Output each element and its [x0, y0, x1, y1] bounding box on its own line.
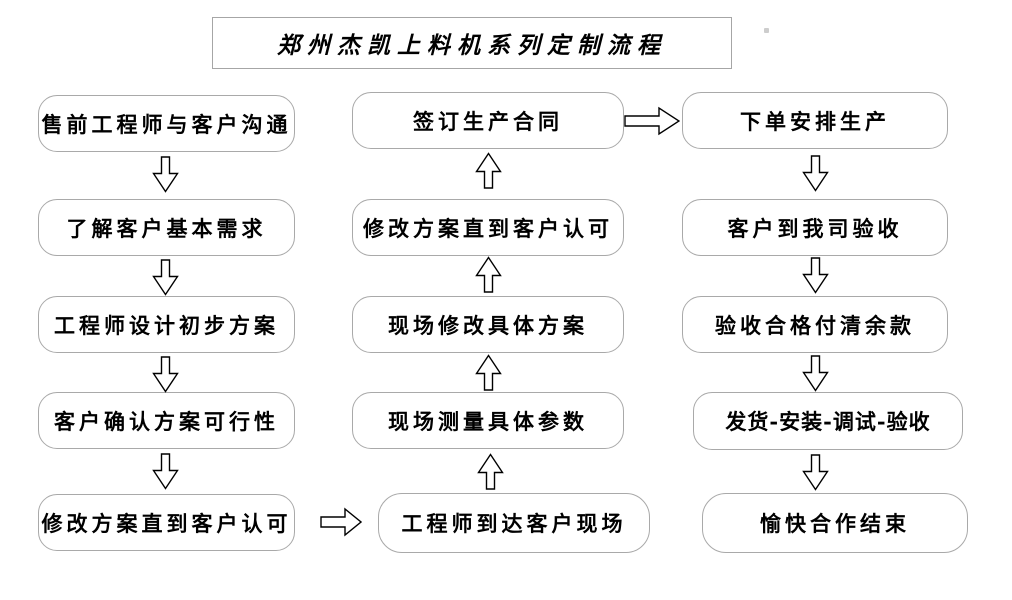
flow-node-ship-install-debug-accept: 发货-安装-调试-验收 — [693, 392, 963, 450]
flow-node-sign-contract: 签订生产合同 — [352, 92, 624, 149]
flow-node-customer-acceptance-visit: 客户到我司验收 — [682, 199, 948, 256]
down-block-arrow-icon — [152, 356, 179, 393]
flow-node-revise-until-approved-2: 修改方案直到客户认可 — [352, 199, 624, 256]
flow-node-preliminary-design: 工程师设计初步方案 — [38, 296, 295, 353]
down-block-arrow-icon — [152, 453, 179, 490]
page-title: 郑州杰凯上料机系列定制流程 — [277, 32, 667, 59]
right-block-arrow-icon — [624, 106, 680, 136]
flow-node-onsite-modify-plan: 现场修改具体方案 — [352, 296, 624, 353]
flow-node-place-order-production: 下单安排生产 — [682, 92, 948, 149]
flow-node-happy-cooperation-end: 愉快合作结束 — [702, 493, 968, 553]
down-block-arrow-icon — [152, 259, 179, 296]
flow-node-presales-communication: 售前工程师与客户沟通 — [38, 95, 295, 152]
down-block-arrow-icon — [802, 454, 829, 491]
down-block-arrow-icon — [802, 355, 829, 392]
down-block-arrow-icon — [802, 257, 829, 294]
flow-node-onsite-measure-params: 现场测量具体参数 — [352, 392, 624, 449]
flow-node-confirm-feasibility: 客户确认方案可行性 — [38, 392, 295, 449]
right-block-arrow-icon — [320, 507, 362, 537]
up-block-arrow-icon — [475, 354, 502, 391]
down-block-arrow-icon — [802, 155, 829, 192]
down-block-arrow-icon — [152, 156, 179, 193]
up-block-arrow-icon — [475, 152, 502, 189]
flowchart-title-box: 郑州杰凯上料机系列定制流程 — [212, 17, 732, 69]
flow-node-revise-until-approved-1: 修改方案直到客户认可 — [38, 494, 295, 551]
up-block-arrow-icon — [475, 256, 502, 293]
stray-selection-handle — [764, 28, 769, 33]
flow-node-pay-balance: 验收合格付清余款 — [682, 296, 948, 353]
flow-node-engineer-arrives-site: 工程师到达客户现场 — [378, 493, 650, 553]
flow-node-understand-needs: 了解客户基本需求 — [38, 199, 295, 256]
up-block-arrow-icon — [477, 453, 504, 490]
